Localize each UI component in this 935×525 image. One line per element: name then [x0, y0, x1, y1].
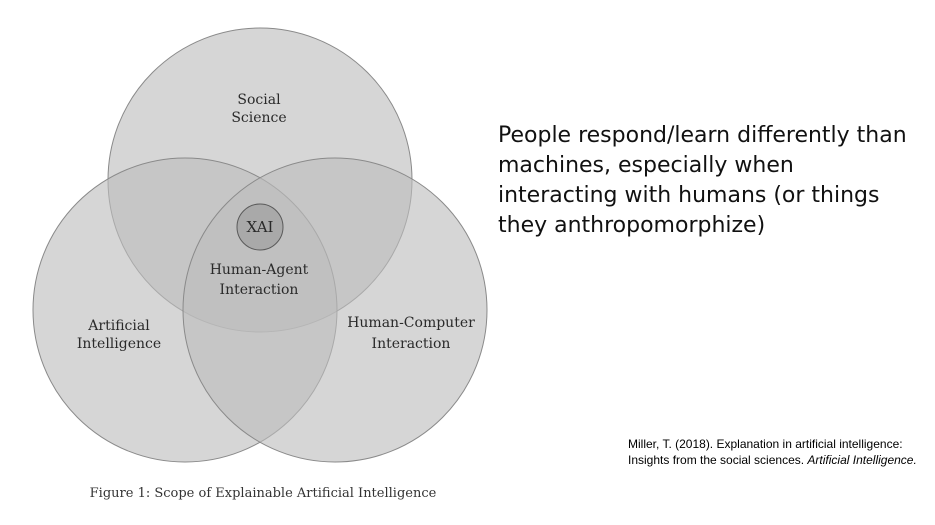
label-human-agent-line1: Human-Agent	[210, 262, 309, 278]
xai-core-circle	[236, 203, 284, 251]
label-human-agent-line2: Interaction	[220, 282, 299, 298]
label-artificial-intelligence-line1: Artificial	[87, 318, 150, 334]
statement-text: People respond/learn differently than ma…	[498, 123, 907, 238]
citation: Miller, T. (2018). Explanation in artifi…	[628, 436, 928, 468]
citation-journal: Artificial Intelligence.	[807, 453, 917, 467]
label-social-science-line1: Social	[237, 92, 281, 108]
label-artificial-intelligence-line2: Intelligence	[77, 336, 161, 352]
label-social-science-line2: Science	[231, 110, 286, 126]
venn-diagram: Social Science XAI Human-Agent Interacti…	[32, 27, 488, 501]
label-xai: XAI	[247, 218, 274, 236]
label-hci-line1: Human-Computer	[347, 315, 475, 331]
label-hci-line2: Interaction	[372, 336, 451, 352]
citation-text: Miller, T. (2018). Explanation in artifi…	[628, 437, 903, 467]
figure-caption: Figure 1: Scope of Explainable Artificia…	[90, 486, 437, 501]
circle-human-computer-interaction	[182, 157, 488, 463]
